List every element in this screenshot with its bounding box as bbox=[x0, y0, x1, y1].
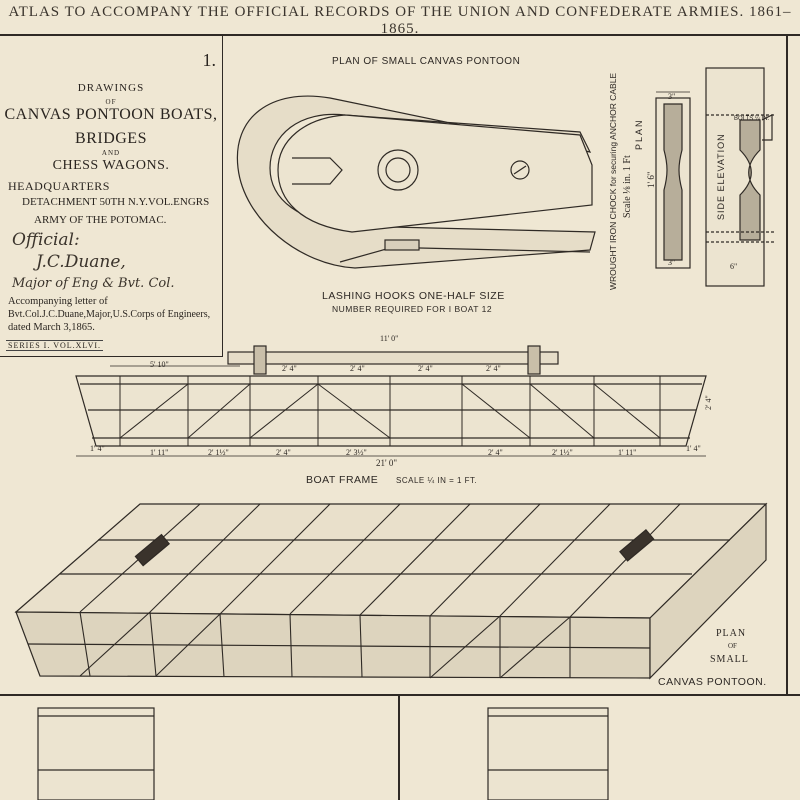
lashing-hook-drawing bbox=[236, 95, 596, 269]
title-canvas-pontoon-boats: CANVAS PONTOON BOATS, bbox=[4, 106, 218, 123]
dim-top-1: 2' 4" bbox=[350, 364, 365, 373]
caption-plan-small-pontoon: PLAN OF SMALL CANVAS PONTOON bbox=[332, 56, 521, 67]
dim-2-4-side: 2' 4" bbox=[704, 395, 713, 410]
dim-top-3: 2' 4" bbox=[486, 364, 501, 373]
dim-top-2: 2' 4" bbox=[418, 364, 433, 373]
signature-official: Official: bbox=[12, 230, 80, 250]
dim-1-4-right: 1' 4" bbox=[686, 444, 701, 453]
caption-canvas-pontoon: CANVAS PONTOON. bbox=[658, 676, 767, 688]
dim-bottom-3: 2' 3½" bbox=[346, 448, 367, 457]
right-rule bbox=[786, 34, 788, 694]
dim-chock-bottom: 3" bbox=[668, 258, 676, 267]
caption-lashing-number: NUMBER REQUIRED FOR I BOAT 12 bbox=[332, 304, 493, 314]
dim-bottom-2: 2' 4" bbox=[276, 448, 291, 457]
dim-bottom-4: 2' 4" bbox=[488, 448, 503, 457]
top-rule bbox=[0, 34, 800, 36]
detachment-label: DETACHMENT 50TH N.Y.VOL.ENGRS bbox=[22, 196, 210, 208]
caption-bolts: BOLTS ¼ IN. bbox=[734, 116, 770, 122]
letter-line-3: dated March 3,1865. bbox=[8, 322, 95, 333]
series-label: SERIES I. VOL.XLVI. bbox=[6, 340, 104, 351]
pontoon-perspective-drawing bbox=[14, 502, 768, 680]
letter-line-2: Bvt.Col.J.C.Duane,Major,U.S.Corps of Eng… bbox=[8, 309, 211, 320]
center-divider bbox=[398, 694, 400, 800]
dim-bottom-1: 2' 1½" bbox=[208, 448, 229, 457]
caption-plan-length: 1' 6" bbox=[646, 171, 656, 188]
dim-elevation-bottom: 6" bbox=[730, 262, 738, 271]
plate-title-block: 1. DRAWINGS OF CANVAS PONTOON BOATS, BRI… bbox=[0, 36, 223, 357]
bottom-wagon-drawings bbox=[37, 707, 609, 800]
atlas-header: ATLAS TO ACCOMPANY THE OFFICIAL RECORDS … bbox=[8, 4, 792, 37]
dim-5-10: 5' 10" bbox=[150, 360, 169, 369]
letter-line-1: Accompanying letter of bbox=[8, 296, 108, 307]
title-of: OF bbox=[105, 98, 117, 106]
caption-plan-of: PLAN bbox=[716, 628, 747, 639]
caption-boat-frame: BOAT FRAME bbox=[306, 474, 379, 486]
army-label: ARMY OF THE POTOMAC. bbox=[34, 214, 167, 226]
title-chess-wagons: CHESS WAGONS. bbox=[52, 158, 170, 173]
dim-bottom-0: 1' 11" bbox=[150, 448, 169, 457]
dim-bottom-6: 1' 11" bbox=[618, 448, 637, 457]
caption-chock-scale: Scale ⅛ in. 1 Ft bbox=[622, 155, 633, 218]
chock-plan-drawing bbox=[655, 91, 691, 269]
dim-chock-top: 3" bbox=[668, 92, 676, 101]
plate-number: 1. bbox=[202, 50, 217, 70]
caption-lashing-hooks: LASHING HOOKS ONE-HALF SIZE bbox=[322, 290, 505, 302]
dim-1-4-left: 1' 4" bbox=[90, 444, 105, 453]
chock-side-elevation-drawing bbox=[705, 67, 775, 287]
caption-plan-vertical: PLAN bbox=[634, 118, 644, 150]
title-and: AND bbox=[101, 149, 121, 157]
signature-title: Major of Eng & Bvt. Col. bbox=[12, 276, 175, 291]
caption-of: OF bbox=[728, 642, 737, 650]
dim-21-ft: 21' 0" bbox=[376, 458, 398, 468]
title-drawings: DRAWINGS bbox=[77, 82, 145, 94]
dim-bottom-5: 2' 1½" bbox=[552, 448, 573, 457]
title-bridges: BRIDGES bbox=[75, 130, 147, 147]
caption-side-elevation: SIDE ELEVATION bbox=[716, 133, 726, 220]
hq-label: HEADQUARTERS bbox=[8, 179, 110, 193]
caption-chock: WROUGHT IRON CHOCK for securing ANCHOR C… bbox=[608, 72, 618, 290]
bottom-rule bbox=[0, 694, 800, 696]
caption-small: SMALL bbox=[710, 654, 749, 665]
signature-name: J.C.Duane, bbox=[36, 252, 126, 272]
dim-11-ft: 11' 0" bbox=[380, 334, 399, 343]
dim-top-0: 2' 4" bbox=[282, 364, 297, 373]
boat-frame-drawing bbox=[75, 345, 707, 457]
caption-boat-scale: SCALE ¼ IN = 1 FT. bbox=[396, 476, 478, 485]
